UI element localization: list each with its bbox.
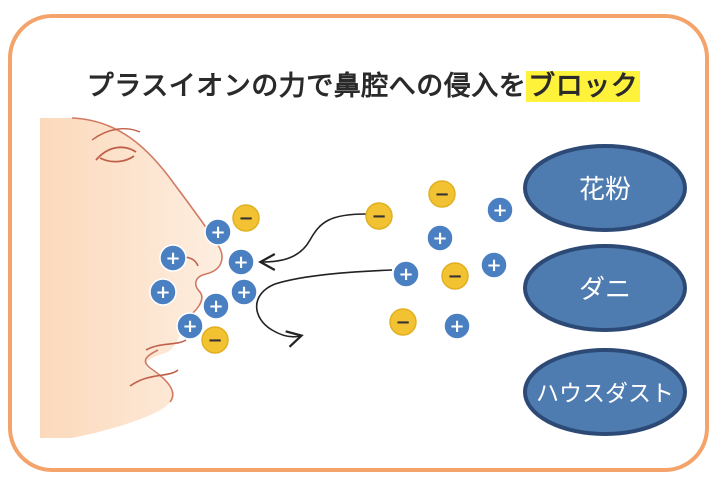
eyebrow — [91, 128, 141, 141]
eye — [95, 146, 137, 163]
allergen-label: 花粉 — [579, 175, 631, 205]
svg-text:−: − — [238, 208, 253, 229]
plus-ion: + — [159, 244, 187, 272]
plus-ion: + — [392, 260, 420, 288]
plus-ion: + — [149, 278, 177, 306]
plus-ion: + — [443, 312, 471, 340]
minus-ion: − — [232, 204, 260, 232]
allergen-mites: ダニ — [523, 244, 687, 332]
svg-text:−: − — [207, 330, 222, 351]
svg-text:+: + — [155, 282, 170, 303]
face-outline — [71, 117, 223, 403]
plus-ion: + — [204, 218, 232, 246]
svg-text:+: + — [492, 200, 507, 221]
minus-ion: − — [428, 180, 456, 208]
ion-group: +−++++++−−−+++−+−+ — [149, 180, 514, 354]
diagram-title: プラスイオンの力で鼻腔への侵入をブロック — [0, 64, 727, 103]
plus-ion: + — [426, 224, 454, 252]
svg-text:+: + — [182, 316, 197, 337]
svg-text:+: + — [233, 252, 248, 273]
svg-text:−: − — [371, 206, 386, 227]
svg-text:−: − — [395, 312, 410, 333]
arrow-to-nose — [258, 213, 367, 271]
arrow-deflected — [255, 269, 393, 348]
face-profile — [40, 118, 222, 438]
allergen-label: ダニ — [579, 275, 631, 305]
svg-text:+: + — [486, 255, 501, 276]
allergen-house-dust: ハウスダスト — [523, 348, 687, 436]
plus-ion: + — [202, 292, 230, 320]
svg-text:+: + — [165, 248, 180, 269]
svg-text:−: − — [447, 266, 462, 287]
minus-ion: − — [365, 202, 393, 230]
plus-ion: + — [480, 251, 508, 279]
svg-text:+: + — [210, 222, 225, 243]
svg-text:+: + — [432, 228, 447, 249]
title-text: プラスイオンの力で鼻腔への侵入を — [86, 71, 527, 102]
title-highlight: ブロック — [526, 71, 641, 102]
plus-ion: + — [230, 278, 258, 306]
plus-ion: + — [486, 196, 514, 224]
allergen-label: ハウスダスト — [536, 381, 674, 407]
svg-text:+: + — [208, 296, 223, 317]
plus-ion: + — [176, 312, 204, 340]
allergen-pollen: 花粉 — [523, 144, 687, 232]
lips — [129, 339, 187, 387]
svg-text:−: − — [434, 184, 449, 205]
minus-ion: − — [389, 308, 417, 336]
minus-ion: − — [441, 262, 469, 290]
svg-text:+: + — [236, 282, 251, 303]
svg-text:+: + — [449, 316, 464, 337]
svg-text:+: + — [398, 264, 413, 285]
plus-ion: + — [227, 248, 255, 276]
minus-ion: − — [201, 326, 229, 354]
